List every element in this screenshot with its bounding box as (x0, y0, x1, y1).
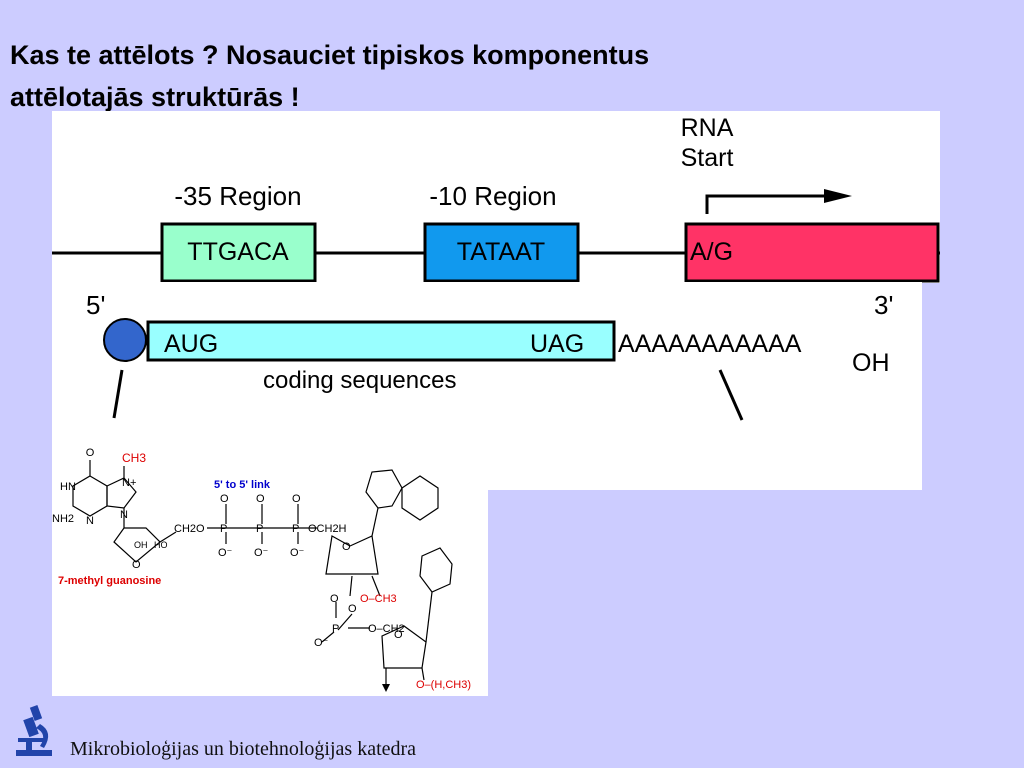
coding-box (146, 320, 616, 362)
label-ch3-top: CH3 (122, 451, 146, 465)
label-7-methyl-guanosine: 7-methyl guanosine (58, 575, 161, 587)
start-box (684, 222, 940, 283)
label-o-p1-top: O (220, 493, 229, 505)
label-o-p3-top: O (292, 493, 301, 505)
label-p1: P (220, 523, 227, 535)
region10-box (423, 222, 580, 283)
label-och2h: OCH2H (308, 523, 347, 535)
label-o-ch3: O–CH3 (360, 593, 397, 605)
label-o-p2-minus: O⁻ (254, 547, 269, 559)
oh-label: OH (852, 349, 890, 377)
chain-arrow (382, 684, 390, 692)
label-n-9: N (120, 509, 128, 521)
cap-circle (103, 318, 147, 362)
ribose-1 (113, 527, 161, 563)
promoter-diagram: TTGACA -35 Region TATAAT -10 Region A/G … (52, 111, 940, 283)
label-5to5-link: 5' to 5' link (214, 479, 271, 491)
title-line-1: Kas te attēlots ? Nosauciet tipiskos kom… (10, 40, 650, 70)
cap-structure-svg: O CH3 N+ HN NH2 N N OH HO O CH2O 5' to 5… (52, 447, 471, 692)
label-o-ribose1: O (132, 559, 141, 571)
base-ring-1b (401, 475, 439, 521)
label-p4: P (332, 623, 339, 635)
label-o-ribose2: O (342, 541, 351, 553)
tail-pointer-line (718, 369, 744, 421)
region10-label: -10 Region (429, 181, 556, 211)
label-o-p4-minus: O⁻ (314, 637, 329, 649)
ribose-2 (325, 535, 379, 575)
label-o-top: O (86, 447, 95, 459)
label-oh-1: OH (134, 540, 148, 550)
start-arrow-head (824, 189, 852, 203)
label-o-p3-minus: O⁻ (290, 547, 305, 559)
base-ring-1a (365, 469, 403, 509)
ribose-3 (381, 625, 427, 669)
label-o-ch2: O–CH2 (368, 623, 405, 635)
region35-seq: TTGACA (187, 238, 289, 266)
stop-codon: UAG (530, 330, 584, 358)
region35-label: -35 Region (174, 181, 301, 211)
five-prime-label: 5' (86, 290, 105, 320)
title-line-2: attēlotajās struktūrās ! (10, 82, 300, 112)
label-o-p2-top: O (256, 493, 265, 505)
label-ch2o-1: CH2O (174, 523, 205, 535)
promoter-svg: TTGACA -35 Region TATAAT -10 Region A/G … (52, 114, 940, 283)
label-o-2: O (330, 593, 339, 605)
mrna-svg: 5' 3' AUG UAG AAAAAAAAAAA OH coding sequ… (86, 290, 893, 421)
label-p3: P (292, 523, 299, 535)
poly-a-tail: AAAAAAAAAAA (618, 330, 802, 358)
label-nplus: N+ (122, 477, 136, 489)
label-o-ribose3: O (394, 629, 403, 641)
rna-start-line2: Start (681, 144, 734, 172)
footer: Mikrobioloģijas un biotehnoloģijas kated… (12, 704, 612, 760)
label-o-p1-minus: O⁻ (218, 547, 233, 559)
region10-seq: TATAAT (457, 238, 545, 266)
slide-title: Kas te attēlots ? Nosauciet tipiskos kom… (10, 34, 1010, 118)
label-ho-1: HO (154, 540, 168, 550)
department-name: Mikrobioloģijas un biotehnoloģijas kated… (70, 738, 417, 760)
start-base: A/G (690, 238, 733, 266)
base-ring-2 (419, 547, 453, 593)
start-codon: AUG (164, 330, 218, 358)
label-nh2: NH2 (52, 513, 74, 525)
microscope-icon (16, 705, 52, 756)
cap-pointer-line (112, 369, 124, 419)
label-hn: HN (60, 481, 76, 493)
rna-start-line1: RNA (681, 114, 734, 142)
label-n-ring: N (86, 515, 94, 527)
cap-structure: O CH3 N+ HN NH2 N N OH HO O CH2O 5' to 5… (52, 436, 488, 696)
guanine-ring-5 (106, 477, 137, 509)
guanine-ring-6 (72, 475, 108, 517)
label-o-p4-top: O (348, 603, 357, 615)
coding-sequences-label: coding sequences (263, 367, 456, 394)
start-arrow-line (705, 194, 827, 214)
region35-box (160, 222, 317, 283)
label-p2: P (256, 523, 263, 535)
three-prime-label: 3' (874, 290, 893, 320)
label-o-h-ch3: O–(H,CH3) (416, 679, 471, 691)
